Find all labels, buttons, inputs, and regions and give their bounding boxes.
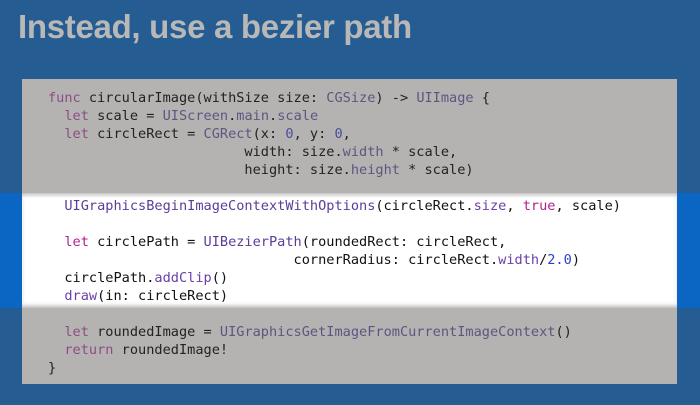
code-token: ,	[506, 198, 523, 214]
code-line: UIGraphicsBeginImageContextWithOptions(c…	[48, 197, 621, 215]
code-line: height: size.height * scale)	[48, 161, 621, 179]
code-token: height: size.	[48, 162, 351, 178]
code-token: 2.0	[547, 252, 572, 268]
code-token: return	[64, 342, 114, 358]
code-token: (circleRect.	[375, 198, 474, 214]
code-token: )	[571, 252, 580, 268]
code-token: let	[64, 234, 89, 250]
code-token: let	[64, 126, 89, 142]
code-line: let scale = UIScreen.main.scale	[48, 107, 621, 125]
code-token: draw	[64, 288, 98, 304]
code-token: roundedImage!	[113, 342, 229, 358]
slide-title: Instead, use a bezier path	[18, 8, 412, 45]
code-token: circlePath.	[48, 270, 155, 286]
code-token: ()	[211, 270, 229, 286]
code-line	[48, 215, 621, 233]
code-line: func circularImage(withSize size: CGSize…	[48, 89, 621, 107]
code-token: roundedImage =	[88, 324, 220, 340]
code-line: cornerRadius: circleRect.width/2.0)	[48, 251, 621, 269]
code-line: width: size.width * scale,	[48, 143, 621, 161]
code-token: circlePath =	[88, 234, 204, 250]
code-token: circleRect =	[88, 126, 204, 142]
code-line: return roundedImage!	[48, 341, 621, 359]
code-token: addClip	[154, 270, 212, 286]
code-token: func	[48, 90, 81, 106]
code-token: let	[64, 108, 89, 124]
code-token: .	[269, 108, 278, 124]
code-token: CGRect	[203, 126, 253, 142]
code-token: , y:	[293, 126, 335, 142]
code-token: }	[48, 360, 57, 376]
code-token: * scale,	[383, 144, 458, 160]
code-token	[48, 234, 64, 250]
code-token	[48, 108, 64, 124]
code-line	[48, 179, 621, 197]
code-token: CGSize	[326, 90, 376, 106]
code-token: UIBezierPath	[203, 234, 302, 250]
code-line: let circlePath = UIBezierPath(roundedRec…	[48, 233, 621, 251]
code-highlight-band	[22, 193, 677, 308]
code-line: }	[48, 359, 621, 377]
code-token	[48, 324, 64, 340]
code-token: cornerRadius: circleRect.	[48, 252, 499, 268]
code-token: {	[473, 90, 490, 106]
code-token: width	[342, 144, 384, 160]
code-line: circlePath.addClip()	[48, 269, 621, 287]
code-token	[48, 288, 64, 304]
code-token: UIGraphicsBeginImageContextWithOptions	[64, 198, 376, 214]
code-token	[48, 198, 64, 214]
code-token: ,	[342, 126, 351, 142]
code-block: func circularImage(withSize size: CGSize…	[48, 89, 621, 377]
code-token: /	[539, 252, 548, 268]
code-token: ) ->	[375, 90, 417, 106]
code-token: height	[350, 162, 400, 178]
code-token: UIImage	[416, 90, 474, 106]
code-token: main	[236, 108, 270, 124]
code-token: (x:	[252, 126, 286, 142]
code-token: , scale)	[555, 198, 621, 214]
code-token: size	[473, 198, 507, 214]
code-token: (in: circleRect)	[97, 288, 229, 304]
code-token: * scale)	[399, 162, 474, 178]
code-token: 0	[285, 126, 294, 142]
code-token: circularImage(withSize size:	[80, 90, 327, 106]
code-line: draw(in: circleRect)	[48, 287, 621, 305]
code-token: width: size.	[48, 144, 343, 160]
code-token: .	[228, 108, 237, 124]
code-line: let roundedImage = UIGraphicsGetImageFro…	[48, 323, 621, 341]
code-token: scale =	[88, 108, 163, 124]
code-token: scale	[277, 108, 319, 124]
code-line	[48, 305, 621, 323]
code-token: 0	[334, 126, 343, 142]
code-token	[48, 342, 64, 358]
code-token: true	[522, 198, 556, 214]
code-token: (roundedRect: circleRect,	[301, 234, 507, 250]
code-panel: func circularImage(withSize size: CGSize…	[22, 79, 677, 384]
code-token: ()	[555, 324, 572, 340]
code-token	[48, 126, 64, 142]
code-token: let	[64, 324, 89, 340]
code-token: UIGraphicsGetImageFromCurrentImageContex…	[219, 324, 556, 340]
code-token: UIScreen	[162, 108, 229, 124]
code-token: width	[498, 252, 540, 268]
code-line: let circleRect = CGRect(x: 0, y: 0,	[48, 125, 621, 143]
